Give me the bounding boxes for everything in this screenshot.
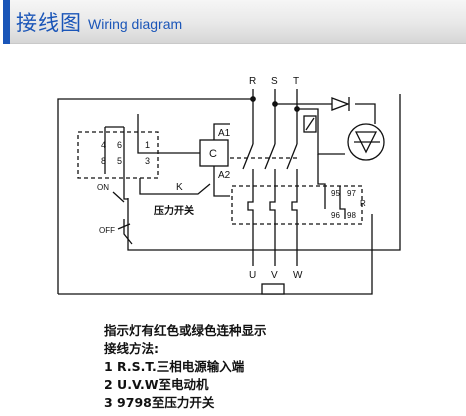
terminal-u-label: U [249, 270, 256, 281]
contactor-coil-label: C [209, 148, 217, 160]
note-line-3: 1 R.S.T.三相电源输入端 [104, 359, 245, 374]
overload-contact-left [317, 154, 326, 209]
heater-s [269, 194, 276, 244]
contact-s-top [264, 143, 276, 170]
note-line-4: 2 U.V.W至电动机 [104, 377, 209, 392]
overload-num-97: 97 [347, 189, 356, 198]
relay-num-1: 1 [145, 140, 150, 150]
on-switch-wire [123, 174, 128, 200]
overload-relay-coil [303, 115, 317, 133]
overload-num-98: 98 [347, 211, 356, 220]
phase-r-label: R [249, 76, 256, 87]
wiring-notes: 指示灯有红色或绿色连种显示 接线方法: 1 R.S.T.三相电源输入端 2 U.… [104, 322, 267, 412]
diode-triangle [331, 97, 350, 111]
contact-t-top [286, 143, 298, 170]
note-line-5: 3 9798至压力开关 [104, 395, 215, 410]
relay-num-6: 6 [117, 140, 122, 150]
bottom-wire [58, 214, 373, 295]
contactor-a2-label: A2 [218, 170, 231, 181]
relay-num-5: 5 [117, 156, 122, 166]
off-switch-contact [117, 223, 131, 230]
header-title-en: Wiring diagram [88, 15, 183, 32]
phase-t-label: T [293, 76, 299, 87]
contactor-a1-label: A1 [218, 128, 231, 139]
overload-num-95: 95 [331, 189, 340, 198]
contact-r-top [242, 143, 254, 170]
pressure-switch-label: 压力开关 [154, 204, 194, 217]
overload-contact-right [339, 186, 346, 219]
outer-loop-wire [127, 94, 401, 251]
header-title-cn: 接线图 [16, 10, 82, 35]
note-line-1: 指示灯有红色或绿色连种显示 [104, 323, 267, 338]
phase-s-label: S [271, 76, 278, 87]
coil-feed-wire [137, 114, 200, 154]
terminal-v-label: V [271, 270, 278, 281]
heater-t [291, 194, 298, 244]
relay-num-4: 4 [101, 140, 106, 150]
phase-r-node [250, 96, 256, 102]
heater-r [247, 194, 254, 244]
bottom-coil [261, 283, 285, 295]
off-switch-wire [123, 219, 133, 245]
overload-num-96: 96 [331, 211, 340, 220]
coil-a1-wire [213, 123, 230, 140]
section-header: 接线图 Wiring diagram [0, 0, 466, 44]
on-label: ON [97, 183, 109, 192]
note-line-2: 接线方法: [104, 341, 159, 356]
terminal-w-label: W [293, 270, 303, 281]
on-switch-contact [112, 191, 125, 203]
relay-num-8: 8 [101, 156, 106, 166]
k-label: K [176, 182, 183, 193]
off-label: OFF [99, 226, 115, 235]
outer-frame-wire [57, 98, 253, 294]
wiring-diagram: R S T A1 C A2 4 6 1 8 5 3 ON OFF K 压力开关 … [57, 76, 401, 295]
t-to-motor-wire [297, 108, 345, 155]
control-relay-box [77, 131, 159, 179]
diode-to-motor-wire [355, 103, 376, 124]
coil-a2-wire [213, 166, 230, 197]
overload-relay-coil-diag [305, 117, 315, 131]
relay-num-3: 3 [145, 156, 150, 166]
overload-box [231, 185, 363, 225]
header-bar: 接线图 Wiring diagram [10, 0, 466, 44]
motor-symbol [347, 123, 385, 161]
header-accent-bar [3, 0, 10, 44]
overload-num-r: R [360, 199, 366, 208]
pressure-switch-wire [139, 178, 211, 195]
